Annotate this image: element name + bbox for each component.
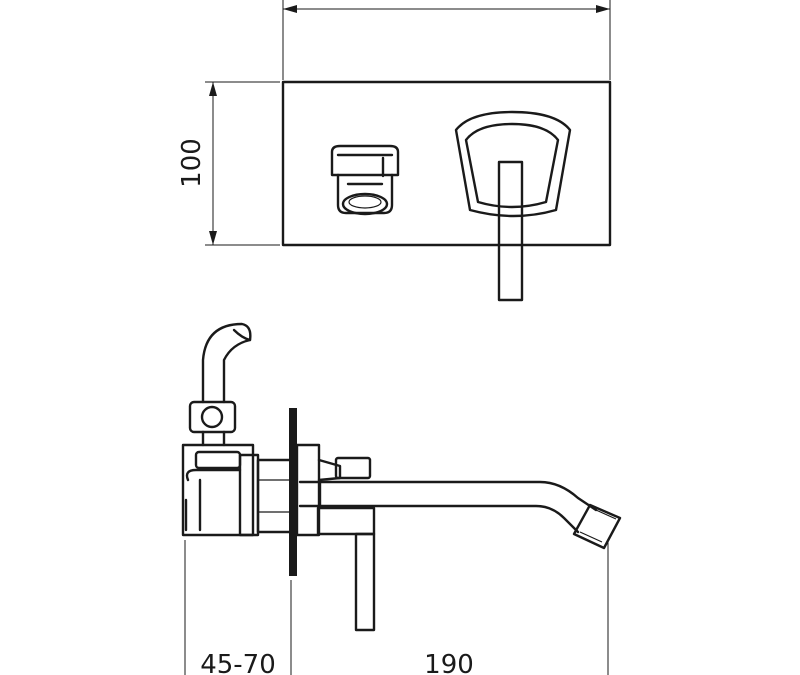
side-lever xyxy=(316,506,376,632)
inlet-pipe xyxy=(188,322,252,447)
side-view: 45-70 190 xyxy=(181,322,622,675)
depth-label: 45-70 xyxy=(200,650,276,675)
height-label: 100 xyxy=(177,138,207,188)
front-view: 100 xyxy=(177,0,612,302)
cover-plate xyxy=(281,80,612,247)
mixer-handle xyxy=(454,110,572,302)
spout xyxy=(298,480,622,550)
spout-length-label: 190 xyxy=(424,650,474,675)
bottom-dimensions: 45-70 190 xyxy=(184,540,609,675)
top-width-dimension xyxy=(282,0,611,80)
valve-body xyxy=(181,443,294,537)
wall-plate xyxy=(289,408,372,576)
diverter-knob xyxy=(330,144,400,216)
height-dimension: 100 xyxy=(177,81,280,246)
